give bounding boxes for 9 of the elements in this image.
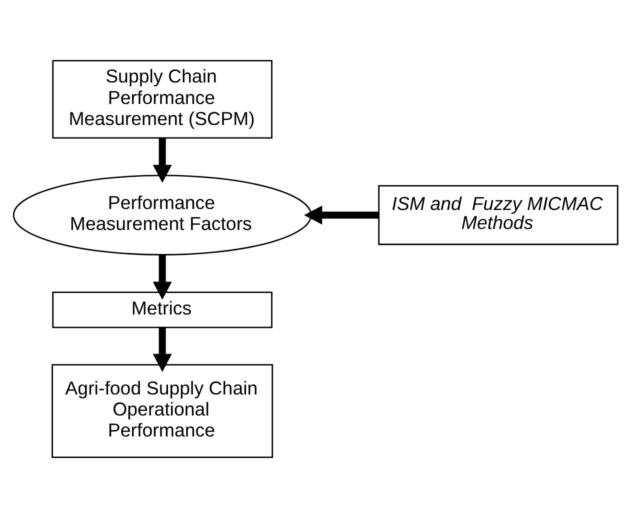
arrow [152,327,172,372]
node-box: Supply Chain Performance Measurement (SCPM) [52,59,272,138]
node-box: Agri-food Supply Chain Operational Performance [52,364,274,458]
node-ellipse: Performance Measurement Factors [12,174,312,255]
node-box: ISM and Fuzzy MICMAC Methods [378,184,618,245]
arrow [152,137,172,182]
arrow [304,205,379,224]
node-box: Metrics [52,291,272,328]
arrow [152,254,172,300]
